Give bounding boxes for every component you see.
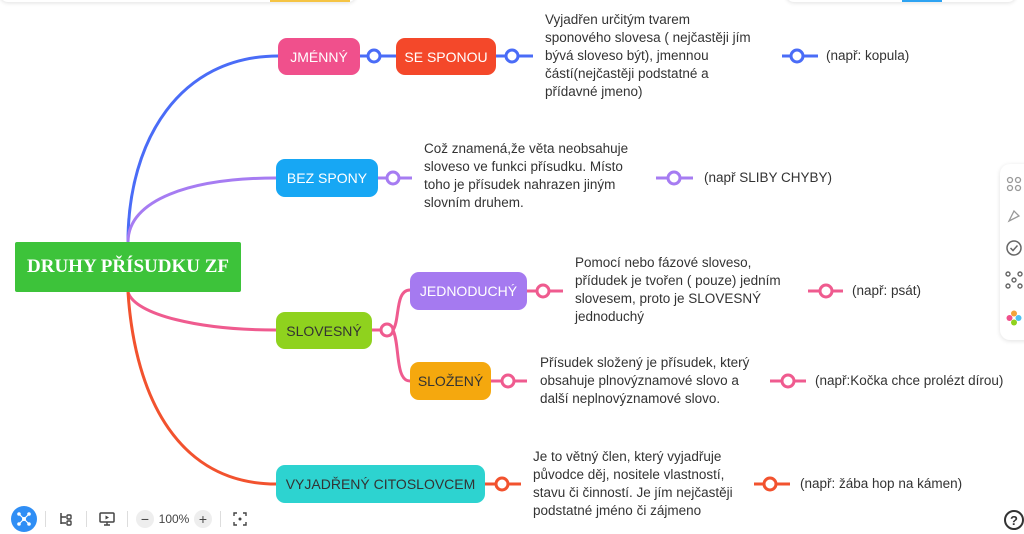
- desc-citoslovcem[interactable]: Je to větný člen, který vyjadřuje původc…: [533, 449, 733, 518]
- connector-dot: [494, 476, 510, 492]
- connector-dot: [762, 476, 778, 492]
- example-kocka[interactable]: (např:Kočka chce prolézt dírou): [815, 373, 1004, 388]
- desc-slozeny[interactable]: Přísudek složený je přísudek, který obsa…: [540, 355, 750, 406]
- toolbar-divider: [127, 511, 128, 527]
- presentation-icon[interactable]: [95, 506, 119, 532]
- fit-screen-icon[interactable]: [229, 506, 251, 532]
- toolbar-divider: [220, 511, 221, 527]
- desc-se-sponou[interactable]: Vyjadřen určitým tvarem sponového sloves…: [545, 12, 751, 99]
- top-toolbar-left[interactable]: [0, 0, 356, 2]
- node-bez-spony[interactable]: BEZ SPONY: [276, 159, 378, 197]
- connector-dot: [818, 283, 834, 299]
- connector-dot: [366, 48, 382, 64]
- connector-root-citoslovcem: [126, 291, 277, 486]
- top-toolbar-right[interactable]: [786, 0, 1016, 2]
- layout-icon[interactable]: [1004, 174, 1024, 194]
- desc-jednoduchy[interactable]: Pomocí nebo fázové sloveso, přídudek je …: [575, 255, 781, 324]
- connector-dot: [385, 170, 401, 186]
- node-jednoduchy[interactable]: JEDNODUCHÝ: [410, 272, 527, 310]
- root-node[interactable]: DRUHY PŘÍSUDKU ZF: [15, 242, 241, 292]
- zoom-level: 100%: [154, 506, 194, 532]
- example-psat[interactable]: (např: psát): [852, 283, 922, 298]
- mindmap-mode-button[interactable]: [11, 506, 37, 532]
- help-button[interactable]: ?: [1004, 510, 1024, 530]
- top-accent-right: [902, 0, 942, 2]
- desc-bez-spony[interactable]: Což znamená,že věta neobsahuje sloveso v…: [424, 141, 629, 210]
- connector-dot: [666, 170, 682, 186]
- bottom-toolbar: − 100% +: [11, 504, 291, 534]
- connector-root-jmenny: [126, 54, 279, 243]
- zoom-in-button[interactable]: +: [194, 510, 212, 528]
- node-jmenny[interactable]: JMÉNNÝ: [278, 38, 360, 75]
- connector-dot: [535, 283, 551, 299]
- mindmap-structure-icon[interactable]: [1004, 270, 1024, 290]
- node-citoslovcem[interactable]: VYJADŘENÝ CITOSLOVCEM: [276, 465, 485, 503]
- zoom-out-label: −: [140, 511, 150, 527]
- toolbar-divider: [86, 511, 87, 527]
- connector-root-slovesny: [126, 291, 277, 332]
- connector-dot: [379, 322, 395, 338]
- toolbar-divider: [45, 511, 46, 527]
- help-label: ?: [1010, 512, 1018, 528]
- format-brush-icon[interactable]: [1004, 206, 1024, 226]
- outline-icon[interactable]: [54, 506, 78, 532]
- zoom-out-button[interactable]: −: [136, 510, 154, 528]
- connector-dot: [504, 48, 520, 64]
- example-kopula[interactable]: (např: kopula): [826, 48, 910, 63]
- color-palette-icon[interactable]: [1004, 308, 1024, 328]
- node-se-sponou[interactable]: SE SPONOU: [396, 38, 496, 75]
- zoom-in-label: +: [198, 511, 208, 527]
- connector-dot: [500, 373, 516, 389]
- top-accent-left: [270, 0, 350, 2]
- example-zaba[interactable]: (např: žába hop na kámen): [800, 476, 963, 491]
- zoom-value: 100%: [158, 512, 190, 526]
- node-slozeny[interactable]: SLOŽENÝ: [410, 362, 491, 400]
- connector-dot: [780, 373, 796, 389]
- connector-root-bez-spony: [126, 176, 277, 243]
- right-toolbar: [1000, 164, 1024, 340]
- node-slovesny[interactable]: SLOVESNÝ: [276, 312, 372, 349]
- check-circle-icon[interactable]: [1004, 238, 1024, 258]
- connector-dot: [789, 48, 805, 64]
- example-sliby-chyby[interactable]: (např SLIBY CHYBY): [704, 170, 833, 185]
